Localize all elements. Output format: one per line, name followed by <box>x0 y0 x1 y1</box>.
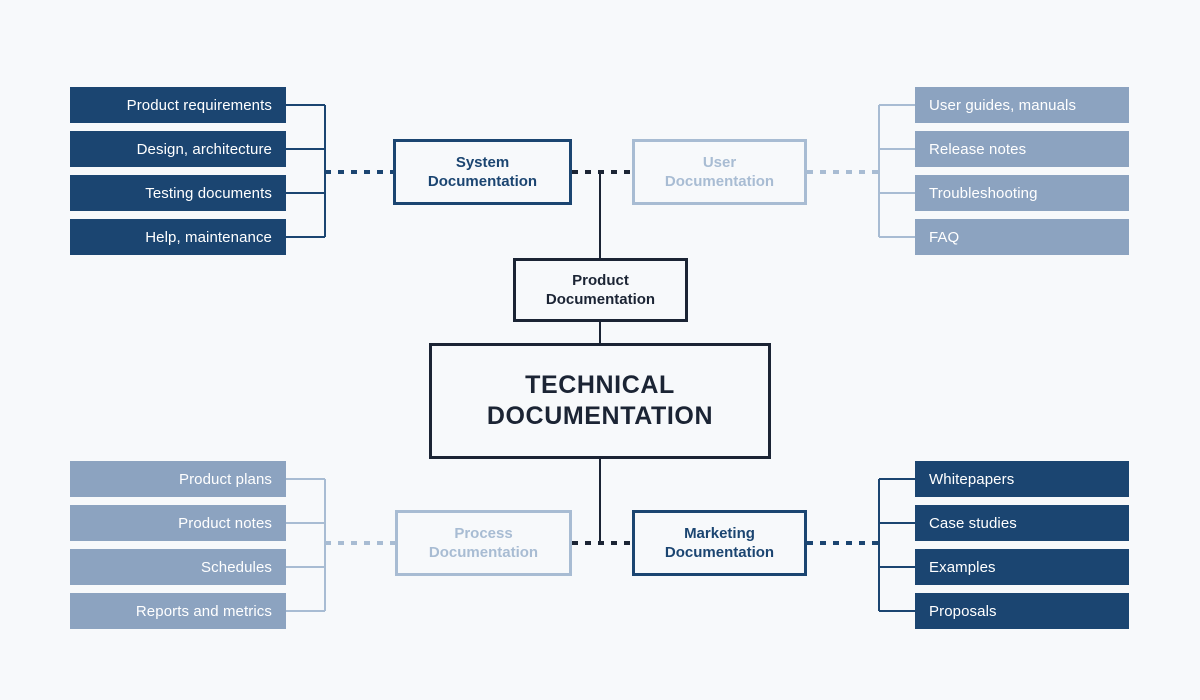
bracket-system <box>286 104 326 238</box>
category-system-documentation[interactable]: System Documentation <box>393 139 572 205</box>
leaf-product-notes[interactable]: Product notes <box>70 505 286 541</box>
leaf-label: Proposals <box>929 602 997 620</box>
category-line-1: Process <box>454 524 513 542</box>
leaf-label: User guides, manuals <box>929 96 1077 114</box>
category-marketing-documentation[interactable]: Marketing Documentation <box>632 510 807 576</box>
category-line-2: Documentation <box>427 173 538 190</box>
leaf-label: Whitepapers <box>929 470 1015 488</box>
leaf-help-maintenance[interactable]: Help, maintenance <box>70 219 286 255</box>
leaf-label: Testing documents <box>145 184 272 202</box>
leaf-label: Schedules <box>201 558 272 576</box>
leaf-product-plans[interactable]: Product plans <box>70 461 286 497</box>
bracket-marketing <box>878 478 915 612</box>
root-line-2: DOCUMENTATION <box>486 402 714 430</box>
leaf-whitepapers[interactable]: Whitepapers <box>915 461 1129 497</box>
category-line-1: User <box>702 153 737 171</box>
node-line-2: Documentation <box>545 291 656 308</box>
leaf-case-studies[interactable]: Case studies <box>915 505 1129 541</box>
bracket-process <box>286 478 326 612</box>
category-line-2: Documentation <box>664 544 775 561</box>
leaf-label: Examples <box>929 558 996 576</box>
leaf-label: Product notes <box>178 514 272 532</box>
leaf-label: Help, maintenance <box>145 228 272 246</box>
category-user-documentation[interactable]: User Documentation <box>632 139 807 205</box>
node-product-documentation[interactable]: Product Documentation <box>513 258 688 322</box>
category-line-2: Documentation <box>428 544 539 561</box>
leaf-proposals[interactable]: Proposals <box>915 593 1129 629</box>
category-process-documentation[interactable]: Process Documentation <box>395 510 572 576</box>
leaf-label: Release notes <box>929 140 1027 158</box>
leaf-label: Troubleshooting <box>929 184 1038 202</box>
leaf-faq[interactable]: FAQ <box>915 219 1129 255</box>
leaf-design-architecture[interactable]: Design, architecture <box>70 131 286 167</box>
leaf-reports-and-metrics[interactable]: Reports and metrics <box>70 593 286 629</box>
leaf-label: Product plans <box>178 470 272 488</box>
leaf-release-notes[interactable]: Release notes <box>915 131 1129 167</box>
category-line-1: System <box>455 153 510 171</box>
leaf-label: Product requirements <box>126 96 272 114</box>
leaf-schedules[interactable]: Schedules <box>70 549 286 585</box>
leaf-testing-documents[interactable]: Testing documents <box>70 175 286 211</box>
category-line-1: Marketing <box>684 524 755 542</box>
leaf-examples[interactable]: Examples <box>915 549 1129 585</box>
leaf-label: Design, architecture <box>136 140 272 158</box>
leaf-label: Case studies <box>929 514 1017 532</box>
leaf-label: Reports and metrics <box>135 602 272 620</box>
leaf-product-requirements[interactable]: Product requirements <box>70 87 286 123</box>
node-technical-documentation[interactable]: TECHNICAL DOCUMENTATION <box>429 343 771 459</box>
node-line-1: Product <box>572 271 629 289</box>
leaf-troubleshooting[interactable]: Troubleshooting <box>915 175 1129 211</box>
root-line-1: TECHNICAL <box>525 371 675 399</box>
leaf-user-guides-manuals[interactable]: User guides, manuals <box>915 87 1129 123</box>
leaf-label: FAQ <box>929 228 960 246</box>
bracket-user <box>878 104 915 238</box>
category-line-2: Documentation <box>664 173 775 190</box>
